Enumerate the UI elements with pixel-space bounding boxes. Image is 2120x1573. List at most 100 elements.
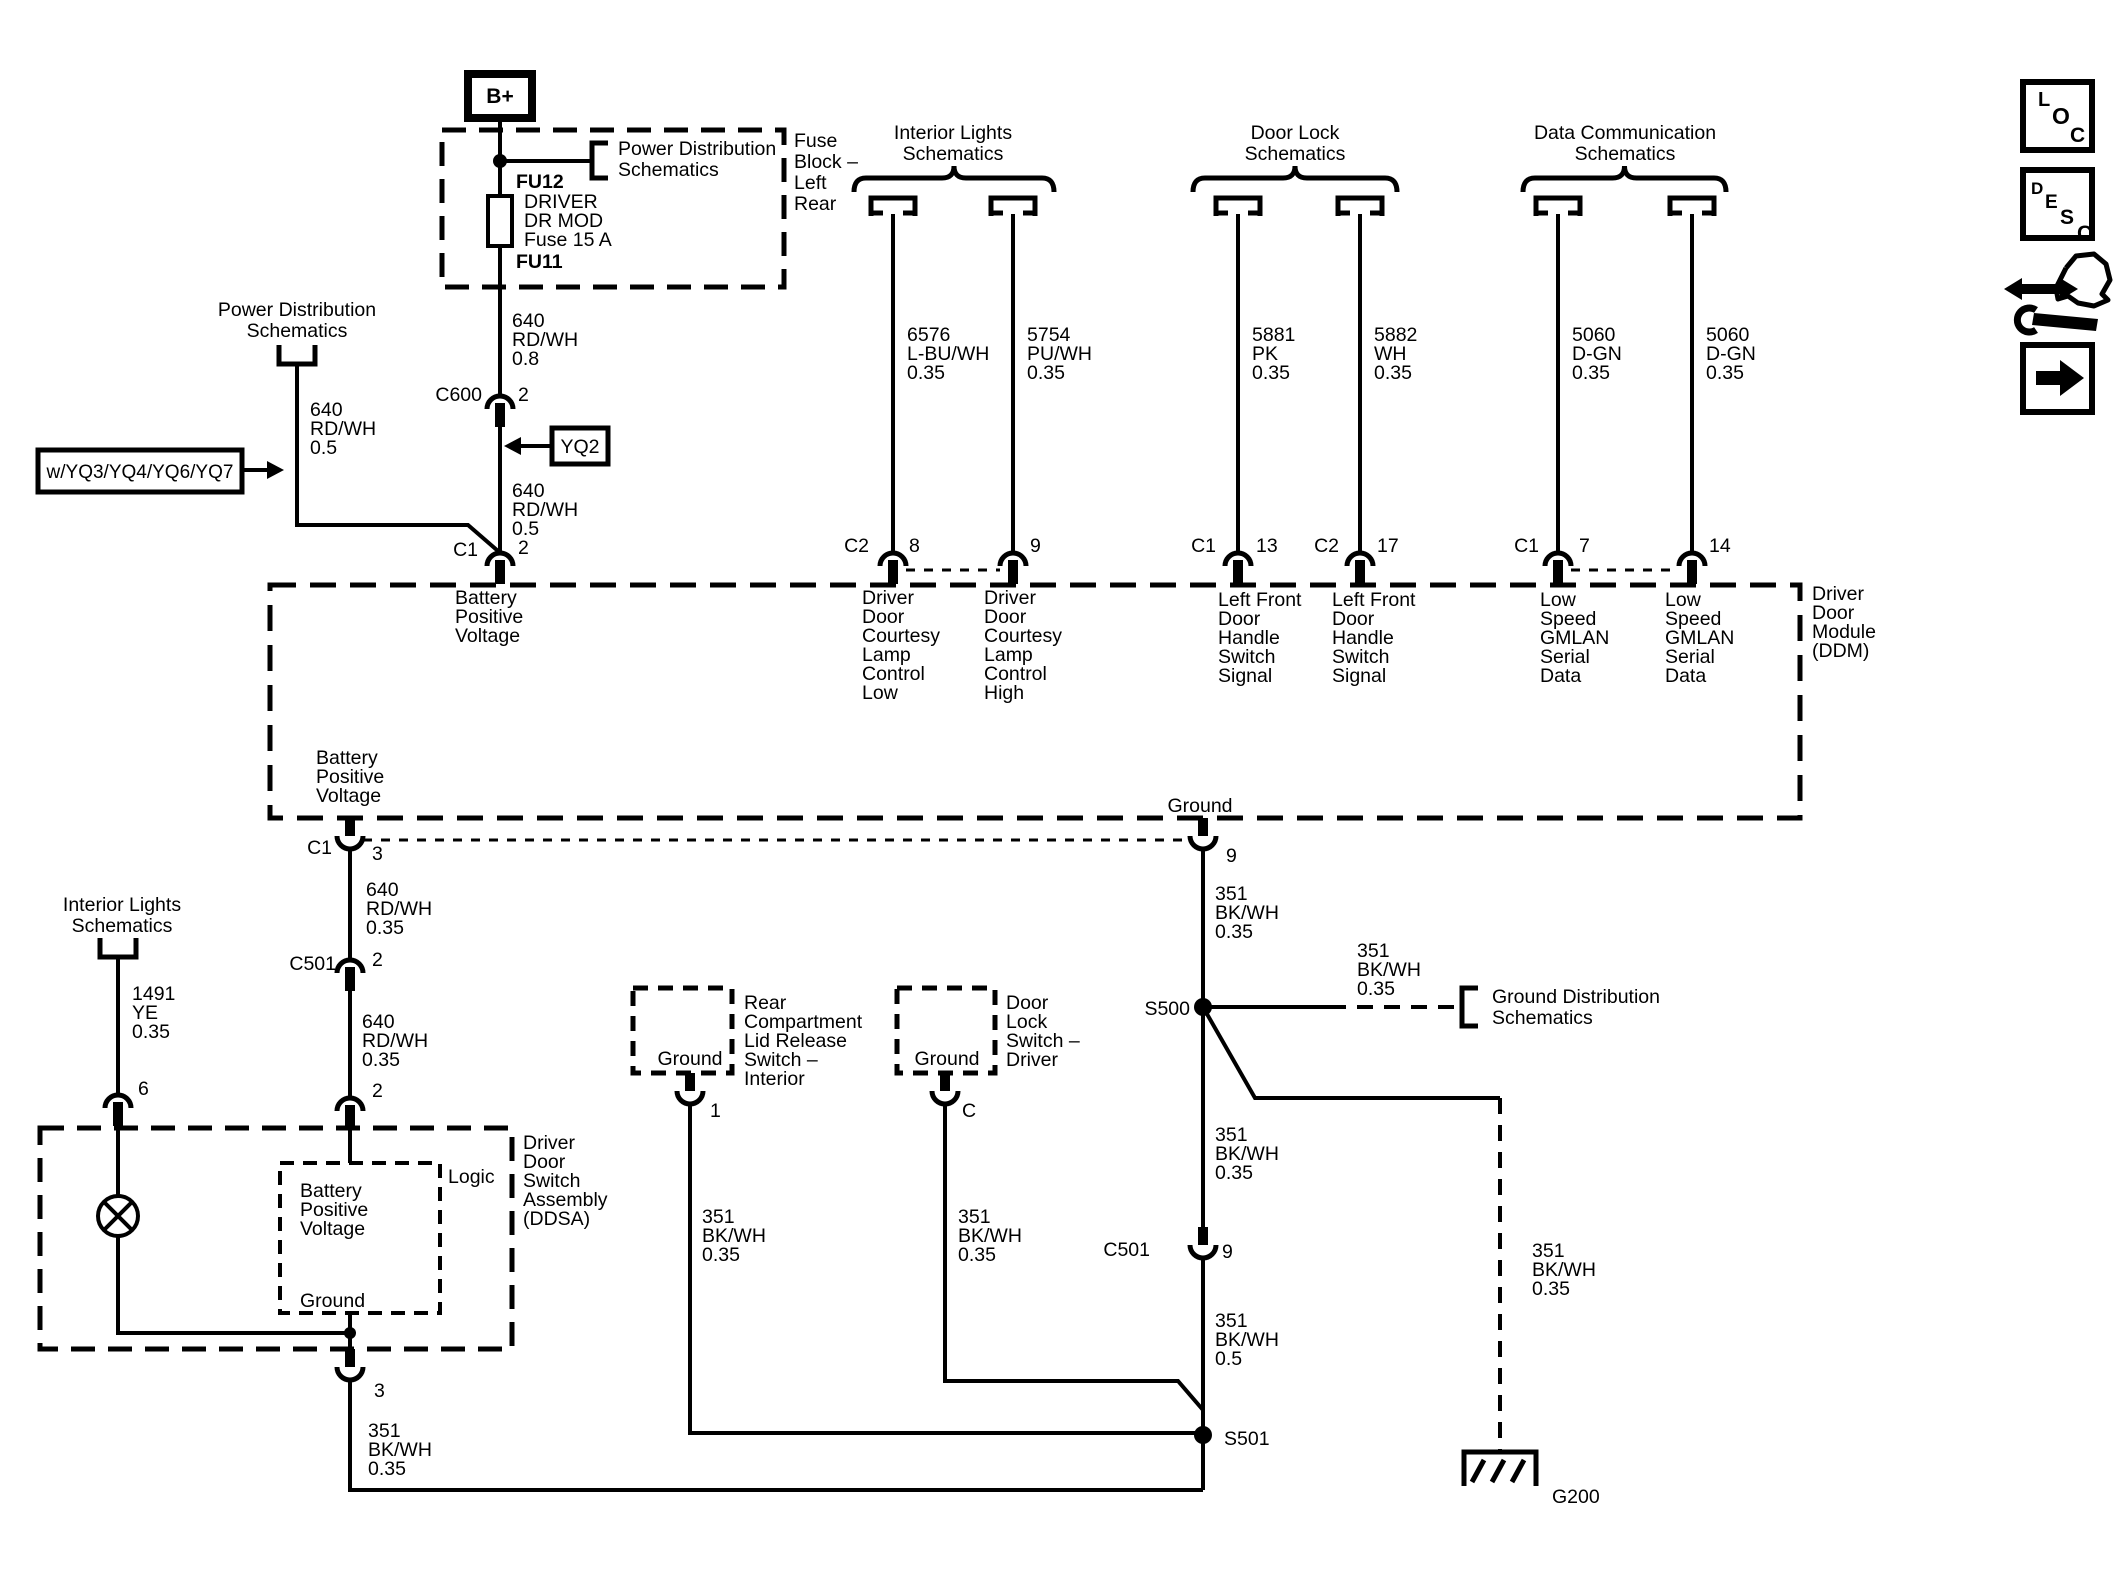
connector-c501-2 (334, 957, 366, 974)
door-lock-ground-label: Ground (914, 1048, 979, 1070)
desc-button-letter[interactable]: S (2060, 206, 2074, 229)
bplus-box (464, 70, 536, 122)
pin-c-label: C (962, 1100, 976, 1122)
g200-ground-symbol (1461, 1449, 1539, 1486)
c600-label: C600 (435, 384, 482, 406)
connector-rear-comp-1-tab (685, 1073, 695, 1091)
c501-left-label: C501 (289, 953, 336, 975)
connector-c501-9-tab (1198, 1227, 1208, 1245)
bracket-interior-lights-bottom (97, 938, 139, 960)
fuse-block-box (439, 127, 787, 290)
bracket-power-dist-left (276, 345, 318, 367)
c1-2-conn-label: C1 (453, 539, 478, 561)
pin-c2-17-conn-label: C2 (1314, 535, 1339, 557)
brace-interior-lights (851, 165, 1057, 193)
connector-ddsa-2-tab (345, 1105, 355, 1129)
pin-3-top-label: 3 (372, 843, 383, 865)
connector-9-tab (1008, 560, 1018, 584)
loc-button-letter[interactable]: L (2038, 89, 2050, 111)
loc-button-letter[interactable]: O (2052, 103, 2070, 129)
ddm-box (267, 582, 1803, 821)
rear-comp-ground-label: Ground (657, 1048, 722, 1070)
bracket-power-dist-fusebox (589, 140, 608, 181)
loc-button-letter[interactable]: C (2070, 124, 2085, 147)
connector-door-lock-c (929, 1090, 961, 1107)
rear-compartment-box (630, 985, 735, 1076)
component-view-button-wrench-icon[interactable] (2032, 313, 2098, 331)
connector-c600 (484, 393, 516, 410)
connector-c2-8-tab (888, 560, 898, 584)
pin-1-label: 1 (710, 1100, 721, 1122)
c1-2-pin-label: 2 (518, 537, 529, 559)
connector-ground-9-tab (1198, 818, 1208, 836)
component-view-button-double-arrow-icon[interactable] (2004, 278, 2078, 300)
bracket-ground-dist (1459, 985, 1478, 1029)
connector-9 (997, 550, 1029, 567)
pds-left-wire (295, 365, 500, 553)
logic-ground-label: Ground (300, 1290, 365, 1312)
s500-label: S500 (1144, 998, 1190, 1020)
connector-c2-17 (1344, 550, 1376, 567)
g200-ground-symbol-hatch (1489, 1458, 1507, 1484)
pin-c2-8-conn-label: C2 (844, 535, 869, 557)
pin-6-label: 6 (138, 1078, 149, 1100)
connector-c501-2-tab (345, 967, 355, 991)
desc-button-box[interactable] (2020, 167, 2095, 241)
g200-ground-symbol-hatch (1469, 1458, 1487, 1484)
connector-ground-9 (1187, 835, 1219, 852)
housing-interior-1 (868, 195, 918, 216)
connector-c1-2 (484, 550, 516, 567)
connector-c1-13 (1222, 550, 1254, 567)
junction-fuse-branch (493, 154, 507, 168)
component-view-button-wrench-jaw-icon[interactable] (2013, 304, 2038, 336)
wyq-arrow-head (267, 461, 284, 479)
fuse-symbol (486, 194, 514, 248)
wire-s500-to-g200 (1201, 1006, 1500, 1100)
bplus-label: B+ (486, 85, 513, 108)
housing-doorlock-2 (1335, 195, 1385, 216)
pin-2-ddsa-label: 2 (372, 1080, 383, 1102)
desc-button-letter[interactable]: C (2077, 222, 2092, 245)
connector-c2-8 (877, 550, 909, 567)
c1-3-conn-label: C1 (307, 837, 332, 859)
c501-left-pin-label: 2 (372, 949, 383, 971)
forward-button-arrow-icon[interactable] (2036, 360, 2084, 396)
housing-datacomm-2 (1667, 195, 1717, 216)
fu12-label: FU12 (516, 171, 564, 193)
loc-button-box[interactable] (2020, 79, 2095, 153)
desc-button-letter[interactable]: E (2045, 192, 2058, 213)
wyq-option-label: w/YQ3/YQ4/YQ6/YQ7 (46, 462, 234, 483)
desc-button-letter[interactable]: D (2031, 179, 2043, 198)
connector-c501-9 (1187, 1244, 1219, 1261)
connector-ddsa-3-tab (345, 1349, 355, 1367)
yq2-arrow-head (504, 437, 521, 455)
courtesy-lamp-symbol-x (102, 1200, 134, 1232)
component-view-button-outline-icon[interactable] (2053, 251, 2113, 309)
housing-datacomm-1 (1533, 195, 1583, 216)
c501-9-pin-label: 9 (1222, 1241, 1233, 1263)
